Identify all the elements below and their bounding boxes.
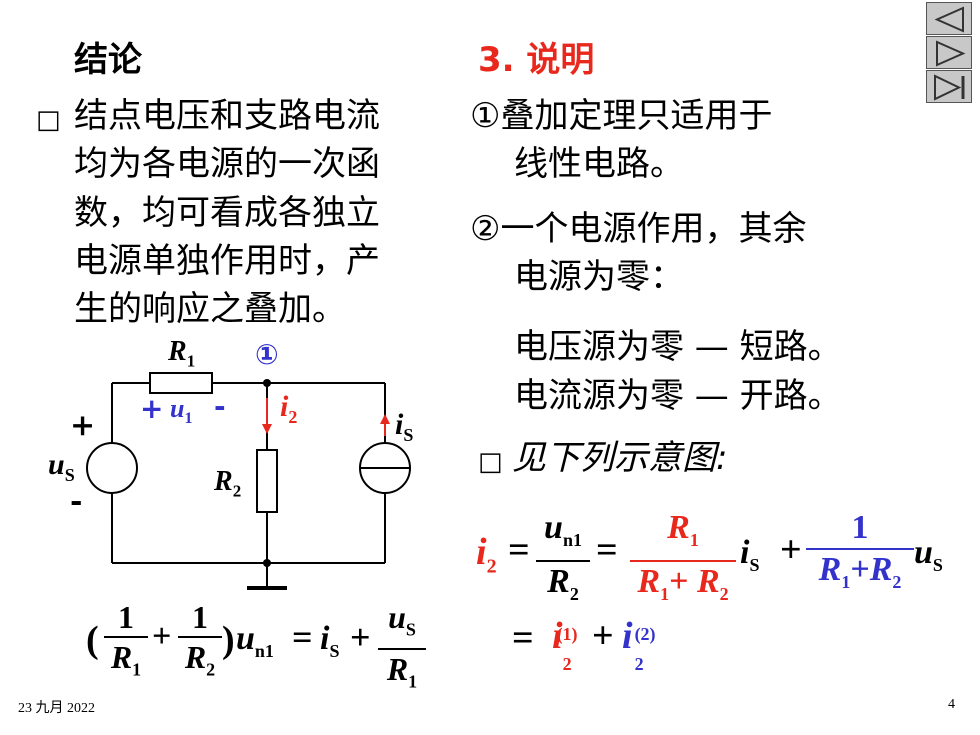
circuit-diagram xyxy=(86,372,411,590)
us-minus-sign: - xyxy=(70,484,83,519)
voltage-source-rule: 电压源为零 — 短路。 xyxy=(514,327,842,367)
bullet-square-2: □ xyxy=(478,447,503,477)
note2-line-2: 电源为零： xyxy=(514,257,684,297)
bullet-square: □ xyxy=(36,105,61,135)
conclusion-line-4: 电源单独作用时，产 xyxy=(74,241,380,281)
page-number: 4 xyxy=(948,697,955,712)
conclusion-line-2: 均为各电源的一次函 xyxy=(74,144,380,184)
label-r2: R2 xyxy=(214,466,242,501)
current-source-rule: 电流源为零 — 开路。 xyxy=(514,376,842,416)
conclusion-line-5: 生的响应之叠加。 xyxy=(74,289,346,329)
resistor-r2 xyxy=(256,449,278,513)
resistor-r1 xyxy=(149,372,213,394)
nav-prev-button[interactable] xyxy=(926,2,972,35)
right-heading: 3. 说明 xyxy=(478,40,595,80)
label-is: iS xyxy=(395,408,414,445)
node-1-label: ① xyxy=(255,338,279,371)
note1-line-1: ①叠加定理只适用于 xyxy=(470,96,773,136)
us-plus-sign: + xyxy=(70,408,96,443)
label-u1: u1 xyxy=(170,394,193,428)
next-triangle-icon xyxy=(936,40,966,67)
conclusion-line-3: 数，均可看成各独立 xyxy=(74,193,380,233)
footer-date: 23 九月 2022 xyxy=(18,701,95,716)
left-heading: 结论 xyxy=(74,40,142,80)
nav-end-button[interactable] xyxy=(926,70,972,103)
label-us: uS xyxy=(48,448,75,485)
label-i2: i2 xyxy=(280,390,298,427)
u1-plus-sign: + xyxy=(140,392,164,425)
last-slide-icon xyxy=(934,74,965,101)
label-r1: R1 xyxy=(168,336,196,371)
voltage-source xyxy=(86,442,138,494)
see-figure-text: 见下列示意图: xyxy=(512,438,728,478)
conclusion-line-1: 结点电压和支路电流 xyxy=(74,96,380,136)
u1-minus-sign: - xyxy=(214,390,226,423)
previous-triangle-icon xyxy=(934,6,964,33)
note2-line-1: ②一个电源作用，其余 xyxy=(470,209,807,249)
note1-line-2: 线性电路。 xyxy=(514,144,684,184)
nav-next-button[interactable] xyxy=(926,36,972,69)
